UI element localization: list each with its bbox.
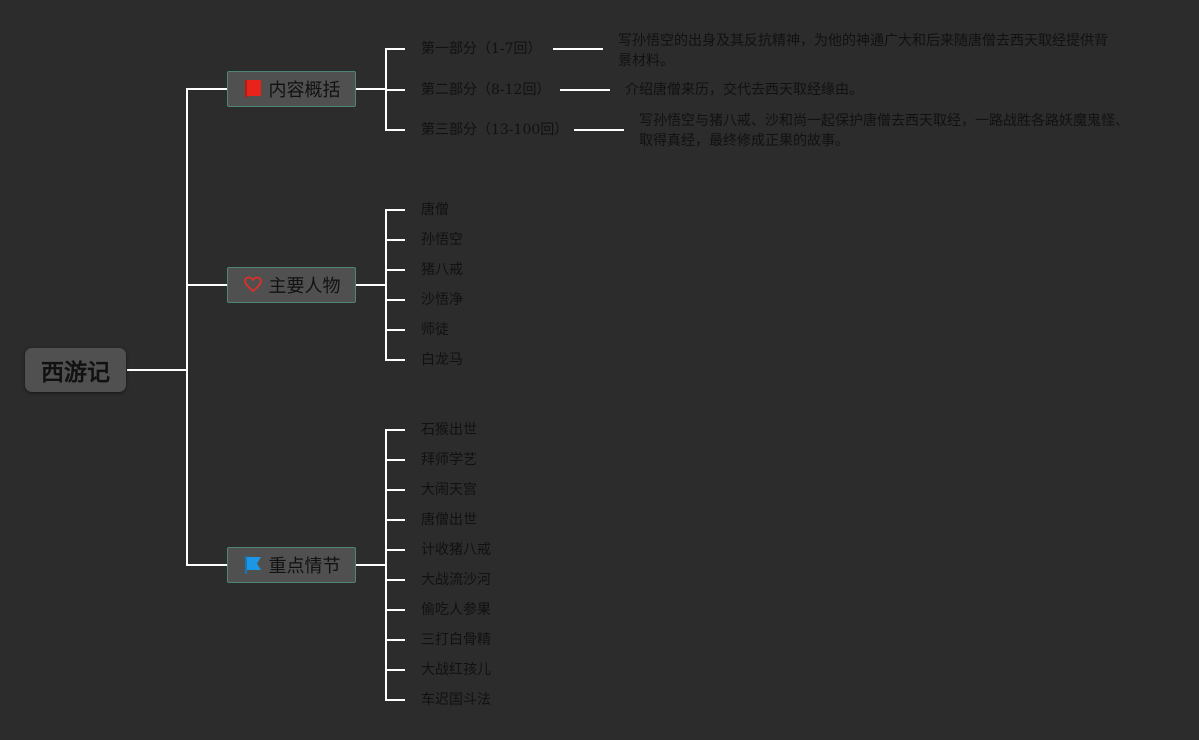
leaf-plot[interactable]: 偷吃人参果	[421, 602, 491, 618]
leaf-part-one[interactable]: 第一部分（1-7回）	[421, 41, 542, 57]
leaf-part-three[interactable]: 第三部分（13-100回）	[421, 122, 569, 138]
leaf-character[interactable]: 师徒	[421, 322, 449, 338]
branch-node-main-characters[interactable]: 主要人物	[227, 267, 356, 303]
branch-label: 主要人物	[268, 276, 341, 297]
leaf-plot[interactable]: 大战红孩儿	[421, 662, 491, 678]
leaf-plot[interactable]: 唐僧出世	[421, 512, 477, 528]
leaf-plot[interactable]: 大战流沙河	[421, 572, 491, 588]
description-part-one[interactable]: 写孙悟空的出身及其反抗精神，为他的神通广大和后来随唐僧去西天取经提供背景材料。	[618, 33, 1108, 69]
branch-label: 内容概括	[268, 80, 341, 101]
leaf-plot[interactable]: 车迟国斗法	[421, 692, 491, 708]
leaf-character[interactable]: 猪八戒	[421, 262, 463, 278]
description-part-two[interactable]: 介绍唐僧来历，交代去西天取经缘由。	[625, 82, 863, 98]
heart-icon	[243, 276, 262, 293]
leaf-plot[interactable]: 计收猪八戒	[421, 542, 491, 558]
leaf-plot[interactable]: 石猴出世	[421, 422, 477, 438]
blue-flag-icon	[244, 556, 261, 574]
leaf-plot[interactable]: 大闹天宫	[421, 482, 477, 498]
branch-node-content-summary[interactable]: 内容概括	[227, 71, 356, 107]
leaf-character[interactable]: 沙悟净	[421, 292, 463, 308]
leaf-character[interactable]: 白龙马	[421, 352, 463, 368]
leaf-plot[interactable]: 拜师学艺	[421, 452, 477, 468]
root-node[interactable]: 西游记	[25, 348, 126, 392]
root-title: 西游记	[41, 360, 110, 386]
red-flag-icon	[244, 80, 261, 98]
leaf-part-two[interactable]: 第二部分（8-12回）	[421, 82, 551, 98]
leaf-character[interactable]: 唐僧	[421, 202, 449, 218]
leaf-plot[interactable]: 三打白骨精	[421, 632, 491, 648]
description-part-three[interactable]: 写孙悟空与猪八戒、沙和尚一起保护唐僧去西天取经，一路战胜各路妖魔鬼怪、取得真经，…	[639, 113, 1129, 149]
branch-label: 重点情节	[268, 556, 341, 577]
leaf-character[interactable]: 孙悟空	[421, 232, 463, 248]
branch-node-key-plots[interactable]: 重点情节	[227, 547, 356, 583]
